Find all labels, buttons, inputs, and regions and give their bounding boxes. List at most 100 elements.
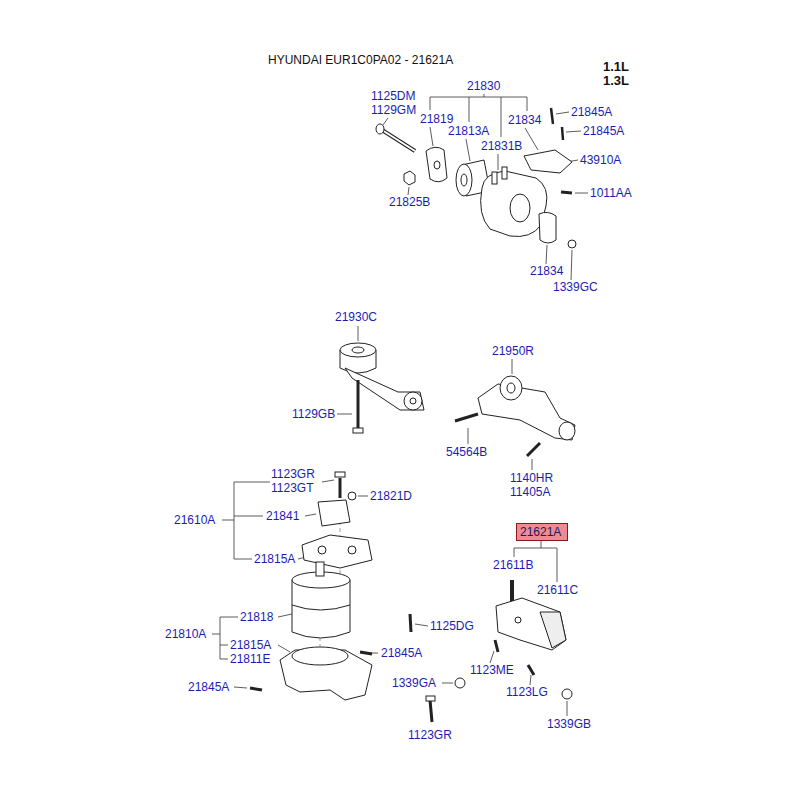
mount-bracket-part bbox=[562, 689, 572, 699]
roll-rod-part bbox=[410, 398, 416, 404]
leader-line bbox=[212, 94, 588, 716]
diagram-title: HYUNDAI EUR1C0PA02 - 21621A bbox=[268, 53, 453, 67]
mount-bracket-part bbox=[515, 617, 521, 623]
callout-number: 21831B bbox=[481, 139, 522, 153]
callout-number: 21610A bbox=[174, 513, 215, 527]
engine-mount-part bbox=[404, 171, 415, 185]
callout-number: 1123GR bbox=[408, 728, 452, 742]
callout-number: 1123GT bbox=[271, 481, 313, 495]
callout-number: 21819 bbox=[420, 112, 453, 126]
engine-mount-part bbox=[502, 167, 507, 179]
callout-number: 21834 bbox=[530, 264, 563, 278]
callout-number: 1123GR bbox=[271, 467, 315, 481]
part-number: 21621A bbox=[517, 525, 567, 539]
engine-mount-part bbox=[568, 240, 576, 248]
engine-mount-part bbox=[561, 192, 572, 193]
callout-number: 21930C bbox=[335, 310, 377, 324]
mount-assembly-part bbox=[318, 546, 326, 554]
callout-number: 1129GM bbox=[371, 103, 416, 117]
engine-mount-part bbox=[456, 164, 472, 196]
callout-number: 21834 bbox=[508, 113, 541, 127]
roll-rod-part bbox=[404, 392, 422, 410]
callout-number: 1140HR bbox=[510, 471, 553, 485]
callout-number: 21825B bbox=[389, 195, 430, 209]
highlight-box: 21621A bbox=[516, 523, 568, 541]
leader-line bbox=[490, 651, 567, 716]
bracket-part bbox=[478, 384, 575, 440]
bracket-part bbox=[455, 376, 575, 456]
mount-bracket-part bbox=[495, 580, 572, 699]
mount-assembly-part bbox=[318, 500, 350, 526]
mount-assembly-part bbox=[360, 652, 372, 654]
leader-line bbox=[222, 482, 270, 559]
engine-mount-part bbox=[539, 212, 556, 243]
callout-number: 54564B bbox=[446, 445, 487, 459]
engine-mount-part bbox=[461, 174, 467, 186]
mount-assembly-part bbox=[348, 546, 356, 554]
engine-mount-part bbox=[492, 172, 497, 184]
bracket-part bbox=[455, 414, 478, 421]
engine-mount-part bbox=[382, 130, 415, 151]
mount-bracket-part bbox=[540, 612, 566, 648]
bracket-part bbox=[527, 443, 540, 456]
callout-number: 21611C bbox=[537, 583, 578, 597]
mount-assembly-part bbox=[430, 700, 432, 722]
callout-number: 21830 bbox=[467, 79, 500, 93]
mount-assembly-part bbox=[455, 678, 465, 688]
mount-assembly-part bbox=[292, 605, 350, 610]
mount-assembly-part bbox=[250, 472, 465, 722]
engine-mount-part bbox=[376, 108, 576, 248]
leader-line bbox=[383, 112, 588, 280]
roll-rod-part bbox=[340, 343, 424, 433]
mount-assembly-part bbox=[410, 614, 411, 632]
mount-assembly-part bbox=[316, 562, 324, 576]
roll-rod-part bbox=[357, 380, 360, 428]
mount-bracket-part bbox=[528, 665, 534, 675]
callout-number: 1011AA bbox=[590, 186, 632, 200]
callout-number: 21845A bbox=[583, 124, 624, 138]
callout-number: 1.3L bbox=[603, 73, 629, 88]
callout-number: 1123ME bbox=[470, 663, 514, 677]
bracket-part bbox=[500, 376, 522, 400]
mount-bracket-part bbox=[496, 598, 566, 650]
engine-mount-part bbox=[382, 130, 415, 151]
engine-mount-part bbox=[434, 161, 440, 169]
callout-number: 1129GB bbox=[292, 407, 335, 421]
callout-number: 21845A bbox=[571, 105, 612, 119]
bracket-part bbox=[507, 383, 515, 393]
callout-number: 1339GB bbox=[547, 717, 591, 731]
roll-rod-part bbox=[352, 347, 364, 353]
mount-assembly-part bbox=[292, 647, 348, 665]
callout-number: 21813A bbox=[448, 124, 489, 138]
engine-mount-part bbox=[426, 147, 447, 182]
callout-number: 1125DM bbox=[371, 89, 415, 103]
mount-bracket-part bbox=[495, 640, 498, 652]
callout-number: 11405A bbox=[510, 485, 550, 499]
callout-number: 21611B bbox=[493, 558, 533, 572]
mount-assembly-part bbox=[348, 492, 356, 500]
callout-number: 1125DG bbox=[430, 619, 474, 633]
mount-assembly-part bbox=[426, 696, 435, 701]
mount-assembly-part bbox=[335, 472, 345, 477]
callout-number: 43910A bbox=[580, 153, 621, 167]
mount-assembly-part bbox=[302, 535, 372, 568]
callout-number: 21815A bbox=[254, 552, 295, 566]
callout-number: 21845A bbox=[381, 646, 422, 660]
callout-number: 21845A bbox=[188, 680, 229, 694]
mount-assembly-part bbox=[339, 478, 342, 498]
mount-assembly-part bbox=[250, 688, 262, 690]
engine-mount-part bbox=[510, 194, 530, 222]
engine-mount-part bbox=[481, 171, 547, 237]
engine-mount-part bbox=[551, 108, 563, 140]
mount-assembly-part bbox=[292, 580, 350, 638]
engine-mount-part bbox=[376, 124, 384, 134]
callout-number: 21950R bbox=[492, 344, 534, 358]
callout-number: 1339GC bbox=[553, 280, 598, 294]
callout-number: 21815A bbox=[230, 638, 271, 652]
bracket-part bbox=[559, 422, 575, 440]
callout-number: 21818 bbox=[240, 610, 273, 624]
callout-number: 21841 bbox=[266, 509, 299, 523]
callout-number: 21811E bbox=[230, 652, 270, 666]
engine-mount-part bbox=[524, 150, 572, 173]
